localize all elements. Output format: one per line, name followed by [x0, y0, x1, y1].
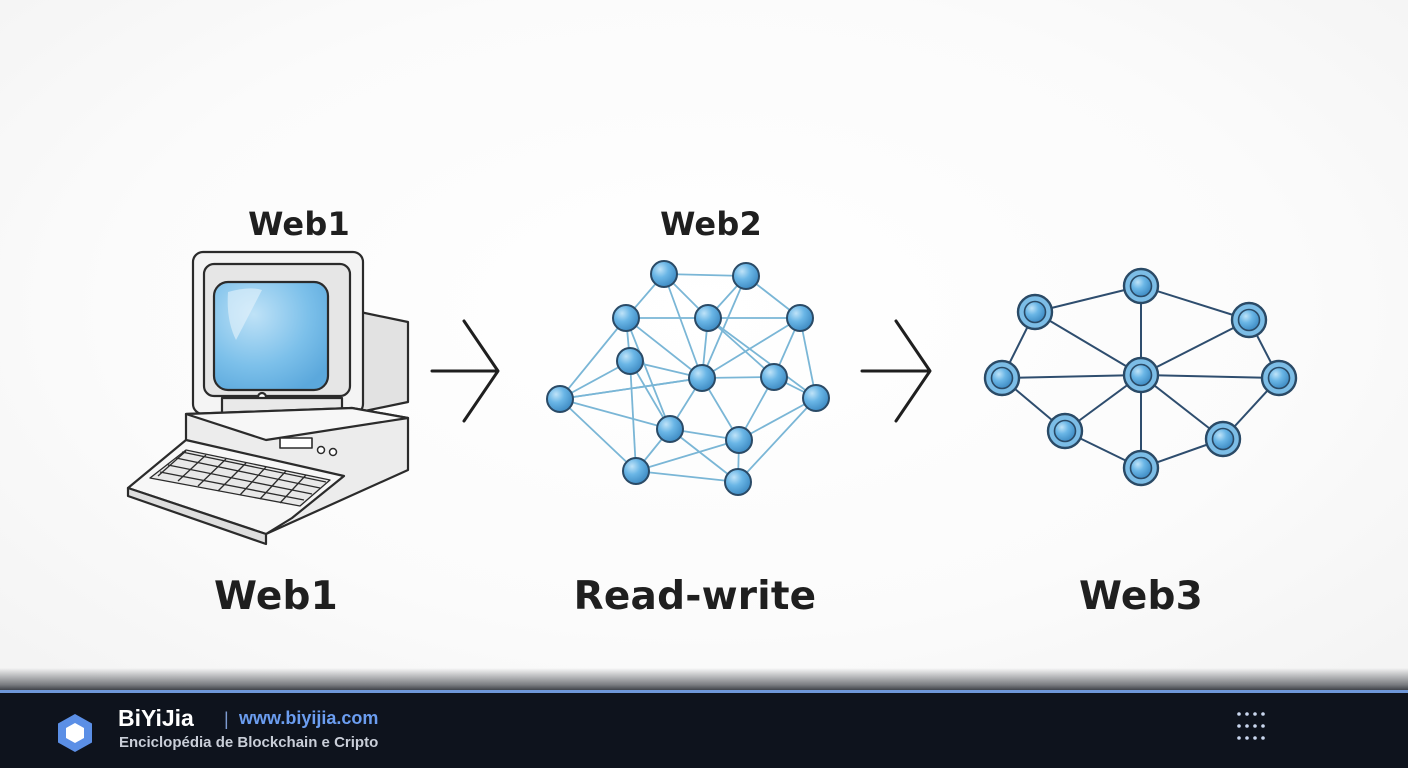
network-node: [694, 304, 722, 332]
brand-url-link[interactable]: www.biyijia.com: [239, 708, 379, 728]
network-node: [786, 304, 814, 332]
network-nodes: [546, 260, 830, 496]
network-node: [656, 415, 684, 443]
chevron-right-arrow-icon: [430, 319, 500, 423]
network-edge: [1001, 374, 1142, 379]
network-edge: [669, 428, 739, 483]
network-edge: [1140, 374, 1280, 379]
network-edge: [737, 397, 817, 483]
network-node: [622, 457, 650, 485]
retro-computer-icon: [126, 250, 410, 546]
stage-1-caption: Web1: [214, 574, 338, 619]
network-node-core: [1023, 300, 1047, 324]
network-edge: [707, 317, 817, 399]
network-node-core: [1129, 274, 1153, 298]
network-node-core: [990, 366, 1014, 390]
stage-2-top-label: Web2: [660, 205, 762, 243]
network-node: [616, 347, 644, 375]
network-edge: [625, 317, 671, 430]
network-edge: [707, 317, 775, 378]
hexagon-logo-icon: [58, 714, 92, 752]
footer-bar: BiYiJia | www.biyijia.com Enciclopédia d…: [0, 690, 1408, 768]
network-node-core: [1237, 308, 1261, 332]
network-node: [612, 304, 640, 332]
diagram-art: [126, 250, 1298, 546]
chevron-right-arrow-icon: [860, 319, 932, 423]
diagram-canvas: Web1 Web2 Web1 Read-write Web3: [0, 0, 1408, 690]
network-node: [760, 363, 788, 391]
brand-separator: |: [224, 709, 229, 729]
hub-network-icon: [983, 267, 1298, 487]
network-node-core: [1129, 456, 1153, 480]
network-edge: [629, 360, 637, 472]
network-node: [802, 384, 830, 412]
stage-2-caption: Read-write: [573, 574, 817, 619]
network-edge: [559, 398, 671, 430]
network-edge: [1034, 311, 1142, 376]
network-nodes: [983, 267, 1298, 487]
brand-name: BiYiJia: [118, 705, 194, 731]
stage-1-top-label: Web1: [248, 205, 350, 243]
network-edge: [663, 273, 703, 379]
brand-tagline: Enciclopédia de Blockchain e Cripto: [119, 734, 379, 751]
network-edge: [738, 397, 817, 441]
network-edge: [559, 317, 627, 400]
network-node: [724, 468, 752, 496]
dots-grid-icon[interactable]: [1236, 711, 1266, 741]
network-edge: [1140, 285, 1250, 321]
network-node-core: [1267, 366, 1291, 390]
network-edge: [701, 275, 747, 379]
network-node: [732, 262, 760, 290]
dense-network-icon: [546, 260, 830, 496]
network-edge: [559, 398, 637, 472]
network-edge: [635, 470, 739, 483]
network-node: [688, 364, 716, 392]
footer-shadow: [0, 668, 1408, 692]
network-node-core: [1211, 427, 1235, 451]
network-node-core: [1053, 419, 1077, 443]
network-node: [546, 385, 574, 413]
network-node: [650, 260, 678, 288]
network-edge: [1140, 319, 1250, 376]
network-edge: [625, 317, 703, 379]
network-node-core: [1129, 363, 1153, 387]
stage-3-caption: Web3: [1079, 574, 1203, 619]
network-edge: [701, 317, 801, 379]
network-edge: [635, 439, 740, 472]
network-node: [725, 426, 753, 454]
